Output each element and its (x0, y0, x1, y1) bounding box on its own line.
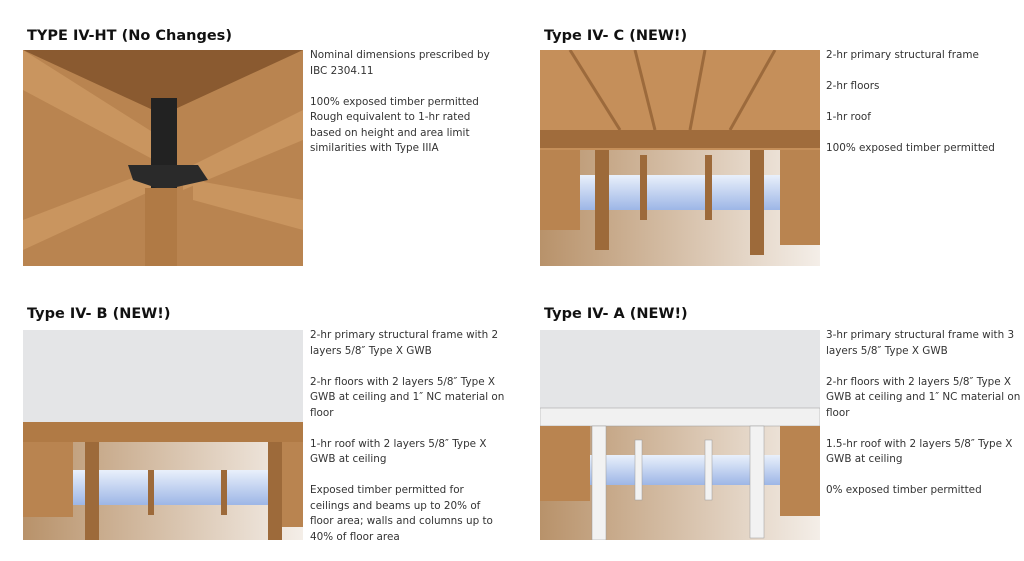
description-paragraph: 1-hr roof with 2 layers 5/8″ Type X GWB … (310, 437, 487, 466)
panel-title-iv-ht: TYPE IV-HT (No Changes) (27, 28, 232, 44)
description-paragraph: 2-hr floors with 2 layers 5/8″ Type X GW… (310, 375, 505, 419)
description-paragraph: 2-hr floors with 2 layers 5/8″ Type X GW… (826, 375, 1021, 419)
iv-b-timber-illustration (23, 330, 303, 540)
description-paragraph: Exposed timber permitted for ceilings an… (310, 484, 493, 543)
description-paragraph: 100% exposed timber permitted Rough equi… (310, 95, 479, 155)
panel-description-iv-a: 3-hr primary structural frame with 3 lay… (826, 328, 1021, 514)
description-paragraph: Nominal dimensions prescribed by IBC 230… (310, 49, 490, 77)
description-paragraph: 2-hr primary structural frame (826, 49, 979, 61)
panel-title-iv-c: Type IV- C (NEW!) (544, 28, 688, 44)
panel-description-iv-b: 2-hr primary structural frame with 2 lay… (310, 328, 505, 561)
description-paragraph: 1.5-hr roof with 2 layers 5/8″ Type X GW… (826, 437, 1013, 466)
iv-ht-timber-illustration (23, 50, 303, 266)
panel-description-iv-c: 2-hr primary structural frame 2-hr floor… (826, 48, 1021, 172)
iv-a-encapsulated-illustration (540, 330, 820, 540)
iv-c-timber-illustration (540, 50, 820, 266)
description-paragraph: 2-hr primary structural frame with 2 lay… (310, 329, 499, 357)
description-paragraph: 0% exposed timber permitted (826, 484, 982, 496)
panel-description-iv-ht: Nominal dimensions prescribed by IBC 230… (310, 48, 505, 172)
description-paragraph: 3-hr primary structural frame with 3 lay… (826, 329, 1015, 357)
description-paragraph: 100% exposed timber permitted (826, 142, 995, 154)
panel-title-iv-a: Type IV- A (NEW!) (544, 306, 688, 322)
panel-title-iv-b: Type IV- B (NEW!) (27, 306, 171, 322)
description-paragraph: 1-hr roof (826, 111, 871, 123)
description-paragraph: 2-hr floors (826, 80, 880, 92)
